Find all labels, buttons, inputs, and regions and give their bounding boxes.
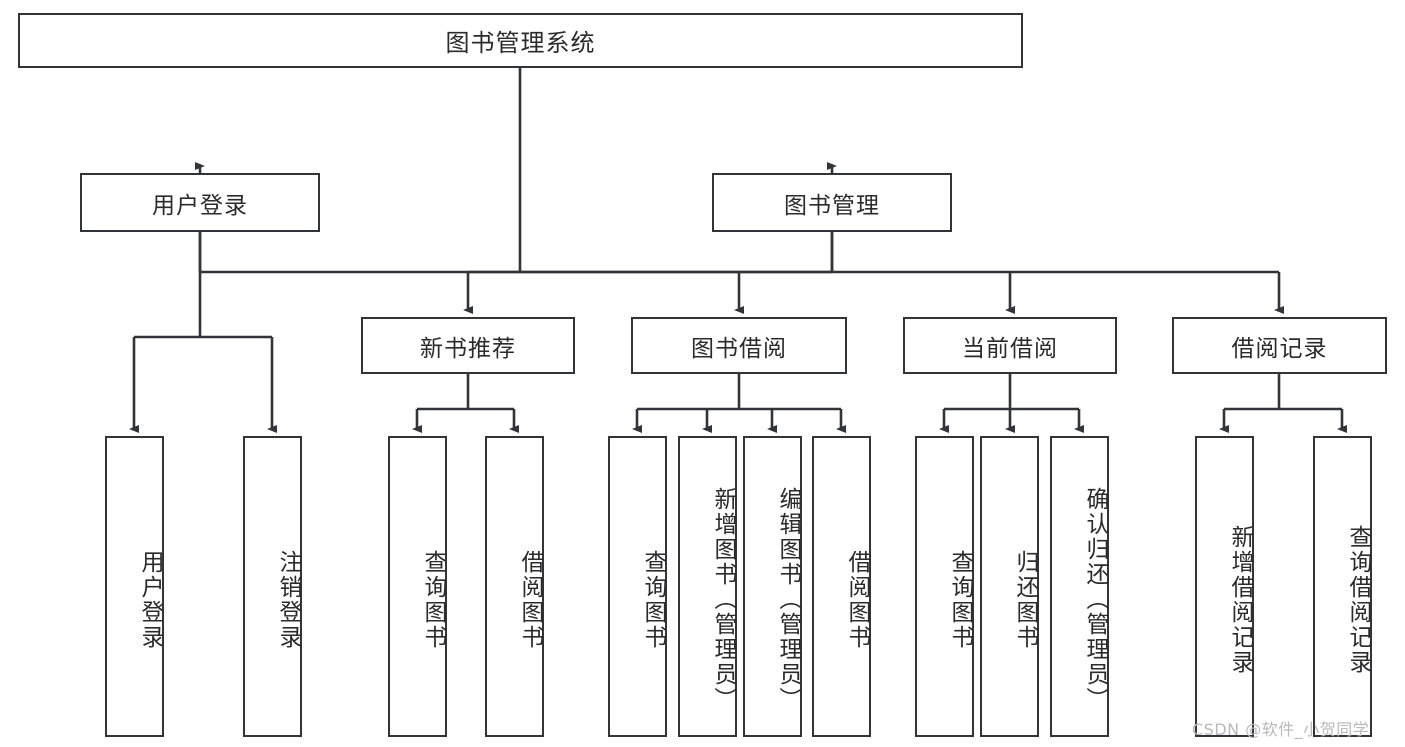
node-root[interactable]: 图书管理系统 bbox=[18, 13, 1023, 68]
leaf-record-query-borrow-record[interactable]: 查询借阅记录 bbox=[1313, 436, 1372, 737]
leaf-borrow-edit-book-admin-label: 编辑图书（管理员） bbox=[775, 487, 801, 712]
node-root-label: 图书管理系统 bbox=[445, 29, 596, 57]
leaf-current-return-book-label: 归还图书 bbox=[1012, 549, 1038, 650]
leaf-borrow-add-book-admin[interactable]: 新增图书（管理员） bbox=[678, 436, 737, 737]
leaf-newrec-borrow-book[interactable]: 借阅图书 bbox=[485, 436, 544, 737]
leaf-current-return-book[interactable]: 归还图书 bbox=[980, 436, 1039, 737]
leaf-newrec-query-book[interactable]: 查询图书 bbox=[388, 436, 447, 737]
leaf-user-login[interactable]: 用户登录 bbox=[105, 436, 164, 737]
leaf-record-add-borrow-record[interactable]: 新增借阅记录 bbox=[1195, 436, 1254, 737]
leaf-current-confirm-return-admin[interactable]: 确认归还（管理员） bbox=[1050, 436, 1109, 737]
node-user-login-label: 用户登录 bbox=[152, 192, 248, 219]
leaf-current-query-book[interactable]: 查询图书 bbox=[915, 436, 974, 737]
leaf-newrec-query-book-label: 查询图书 bbox=[420, 549, 446, 650]
leaf-borrow-add-book-admin-label: 新增图书（管理员） bbox=[710, 487, 736, 712]
node-borrow-record[interactable]: 借阅记录 bbox=[1172, 317, 1387, 374]
leaf-record-query-borrow-record-label: 查询借阅记录 bbox=[1345, 524, 1371, 675]
node-new-book-recommendation-label: 新书推荐 bbox=[420, 335, 516, 362]
node-book-borrow-label: 图书借阅 bbox=[691, 335, 787, 362]
leaf-user-logout-label: 注销登录 bbox=[275, 549, 301, 650]
leaf-borrow-borrow-book-label: 借阅图书 bbox=[844, 549, 870, 650]
node-book-management[interactable]: 图书管理 bbox=[712, 173, 952, 232]
node-current-borrow[interactable]: 当前借阅 bbox=[903, 317, 1117, 374]
leaf-record-add-borrow-record-label: 新增借阅记录 bbox=[1227, 524, 1253, 675]
node-book-management-label: 图书管理 bbox=[784, 192, 880, 219]
node-current-borrow-label: 当前借阅 bbox=[962, 335, 1058, 362]
node-borrow-record-label: 借阅记录 bbox=[1231, 335, 1328, 362]
leaf-current-query-book-label: 查询图书 bbox=[947, 549, 973, 650]
node-new-book-recommendation[interactable]: 新书推荐 bbox=[361, 317, 575, 374]
leaf-newrec-borrow-book-label: 借阅图书 bbox=[517, 549, 543, 650]
node-book-borrow[interactable]: 图书借阅 bbox=[631, 317, 847, 374]
leaf-borrow-borrow-book[interactable]: 借阅图书 bbox=[812, 436, 871, 737]
leaf-user-logout[interactable]: 注销登录 bbox=[243, 436, 302, 737]
leaf-current-confirm-return-admin-label: 确认归还（管理员） bbox=[1082, 487, 1108, 712]
leaf-borrow-edit-book-admin[interactable]: 编辑图书（管理员） bbox=[743, 436, 802, 737]
leaf-borrow-query-book[interactable]: 查询图书 bbox=[608, 436, 667, 737]
leaf-user-login-label: 用户登录 bbox=[137, 549, 163, 650]
leaf-borrow-query-book-label: 查询图书 bbox=[640, 549, 666, 650]
node-user-login[interactable]: 用户登录 bbox=[80, 173, 320, 232]
